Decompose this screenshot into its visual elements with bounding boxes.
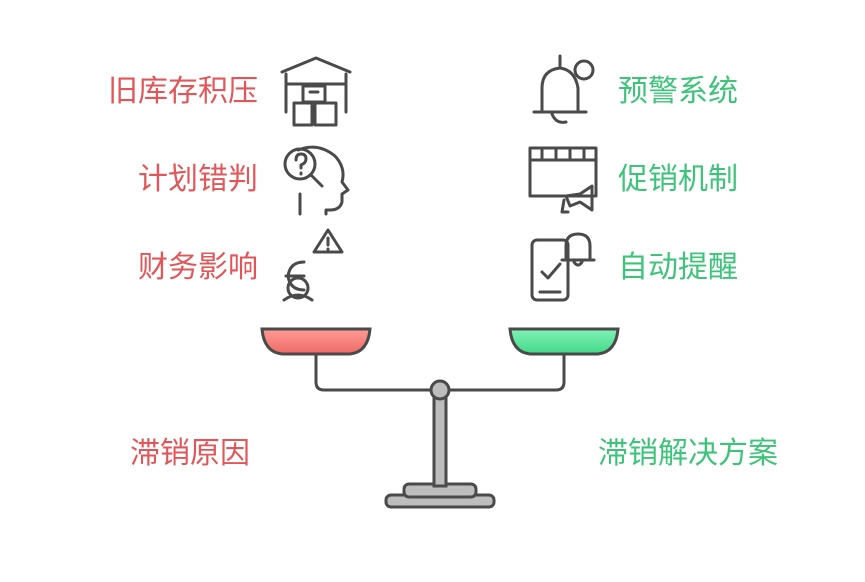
right-item-3-label: 自动提醒 bbox=[618, 250, 738, 285]
left-item-2-label: 计划错判 bbox=[138, 162, 258, 197]
head-question-icon bbox=[283, 145, 350, 216]
phone-bell-icon bbox=[530, 232, 596, 302]
scale-stand bbox=[384, 396, 496, 509]
person-warning-icon bbox=[282, 228, 344, 302]
right-item-1-label: 预警系统 bbox=[618, 74, 738, 109]
right-pan bbox=[508, 327, 620, 356]
right-title: 滞销解决方案 bbox=[598, 436, 778, 471]
left-title: 滞销原因 bbox=[130, 436, 250, 471]
bell-icon bbox=[532, 54, 595, 124]
left-item-3-label: 财务影响 bbox=[138, 250, 258, 285]
right-item-2-label: 促销机制 bbox=[618, 162, 738, 197]
left-pan bbox=[260, 327, 372, 356]
scale-beam bbox=[314, 355, 566, 401]
calendar-megaphone-icon bbox=[528, 146, 598, 214]
warehouse-boxes-icon bbox=[280, 56, 352, 127]
left-item-1-label: 旧库存积压 bbox=[108, 74, 258, 109]
